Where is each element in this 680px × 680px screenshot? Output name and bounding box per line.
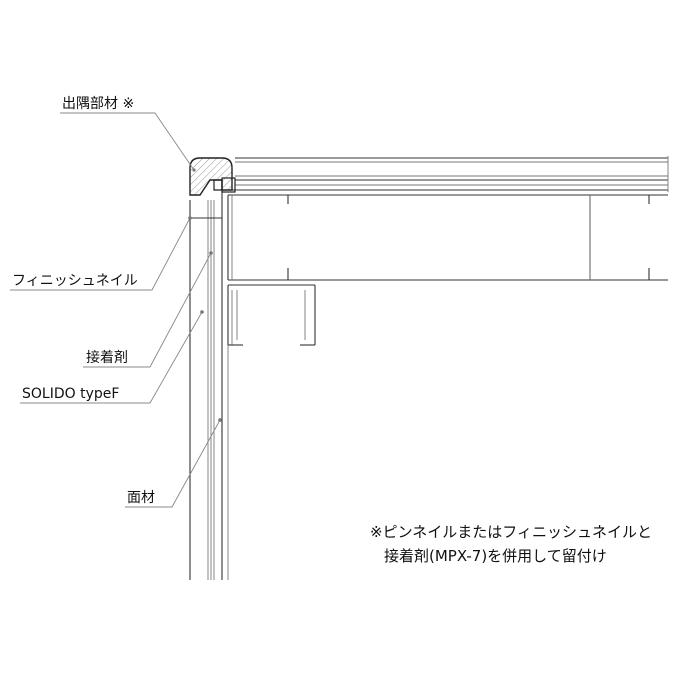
note-line-1: ※ピンネイルまたはフィニッシュネイルと (370, 523, 652, 541)
label-solido: SOLIDO typeF (22, 386, 119, 402)
corner-member (189, 157, 236, 196)
wall-panel (189, 190, 229, 580)
label-adhesive: 接着剤 (86, 349, 128, 366)
label-face-material: 面材 (127, 490, 155, 506)
leader-lines (10, 112, 222, 508)
top-panel (222, 156, 669, 192)
note-line-2: 接着剤(MPX-7)を併用して留付け (384, 547, 607, 565)
horizontal-channel (227, 194, 668, 281)
label-corner-member: 出隅部材 ※ (62, 96, 134, 112)
label-finish-nail: フィニッシュネイル (12, 273, 138, 289)
vertical-channel (227, 284, 316, 346)
